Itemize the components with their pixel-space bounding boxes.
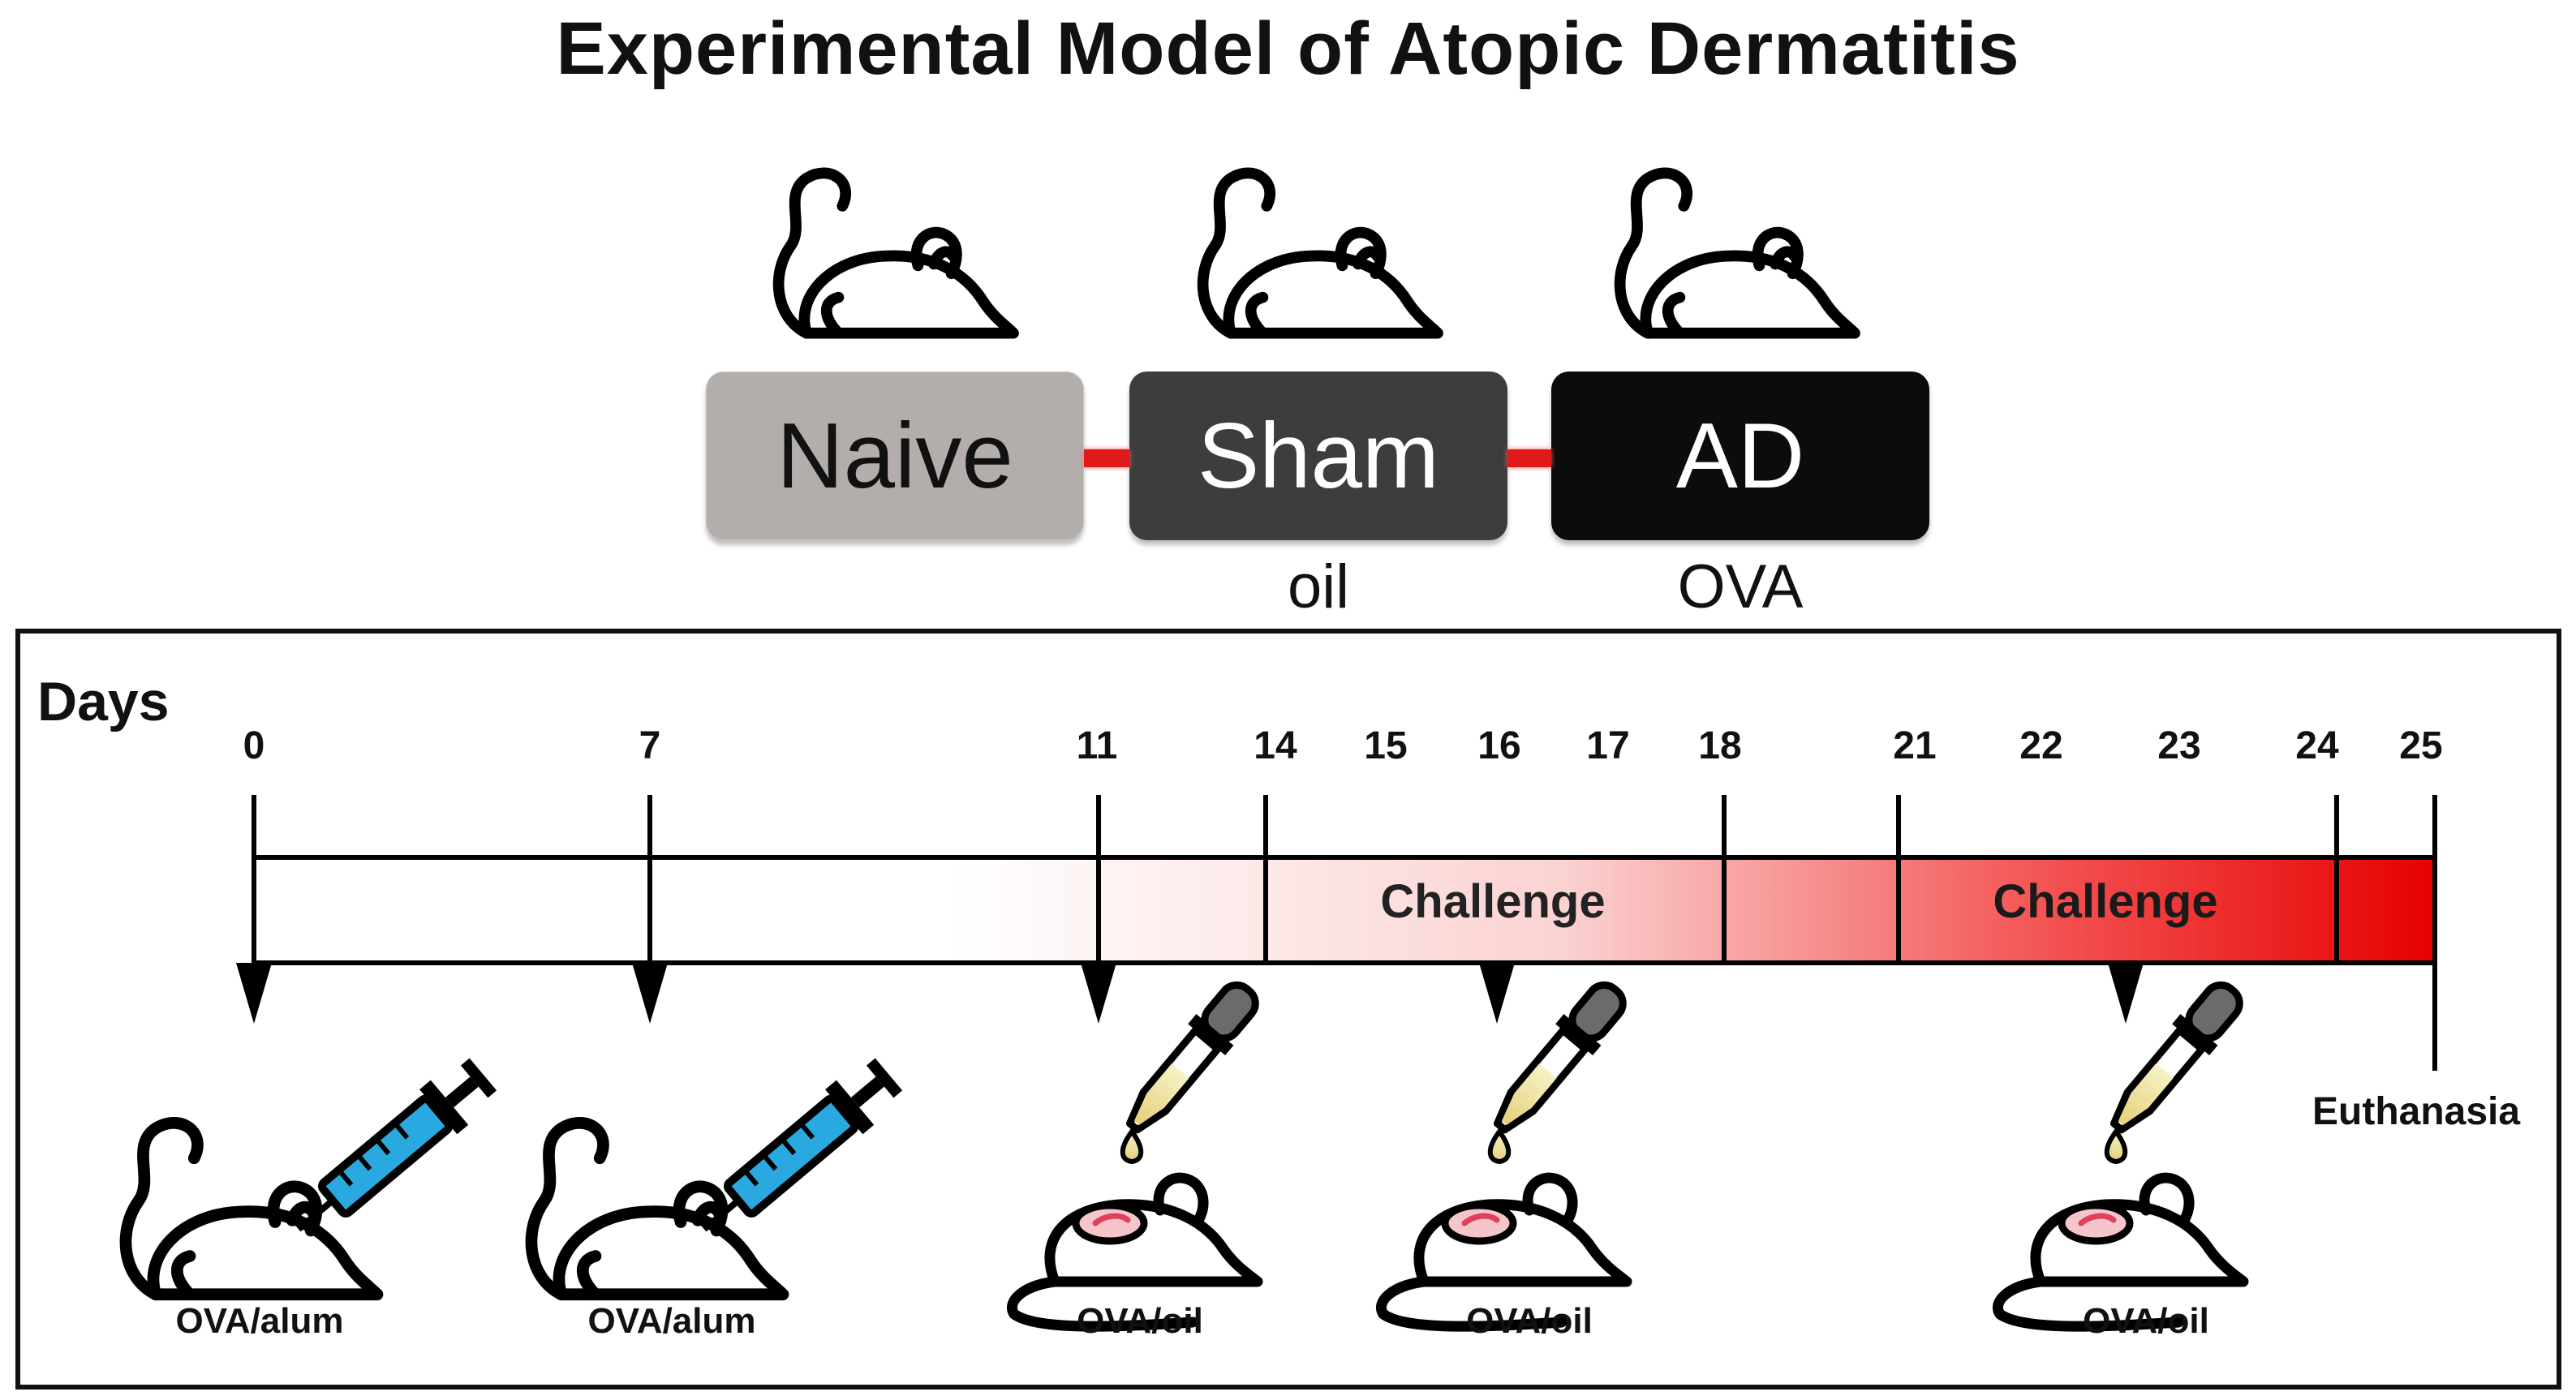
day-label: 25 [2399, 724, 2443, 767]
challenge-label: Challenge [1993, 875, 2218, 928]
day-label: 0 [243, 724, 265, 767]
days-heading: Days [37, 671, 170, 732]
day-label: 14 [1254, 724, 1297, 767]
group-label: Naive [776, 404, 1013, 508]
group-naive: Naive [706, 372, 1084, 540]
day-label: 16 [1477, 724, 1521, 767]
treatment-label: OVA/oil [2083, 1301, 2209, 1341]
group-sub-label: oil [1287, 552, 1350, 621]
timeline-bar [252, 855, 2437, 965]
dropper-icon [1482, 974, 1634, 1142]
day-label: 22 [2019, 724, 2063, 767]
treatment-arrows [236, 963, 2144, 1024]
day-label: 11 [1076, 724, 1118, 767]
day-label: 7 [639, 724, 661, 767]
mouse-icon [1620, 173, 1855, 333]
day-label: 24 [2295, 724, 2339, 767]
challenge-label: Challenge [1380, 875, 1606, 928]
day-label: 23 [2157, 724, 2201, 767]
euthanasia-label: Euthanasia [2312, 1090, 2521, 1133]
group-sub-label: OVA [1677, 552, 1804, 621]
day-label: 17 [1586, 724, 1630, 767]
treatment-label: OVA/alum [175, 1301, 344, 1341]
dropper-icon [1115, 974, 1266, 1142]
group-label: AD [1675, 404, 1805, 508]
day-label: 18 [1698, 724, 1742, 767]
group-ad: AD [1551, 372, 1929, 540]
timeline-frame [15, 629, 2561, 1390]
group-sham: Sham [1129, 372, 1507, 540]
mouse-icon [779, 173, 1013, 333]
day-label: 21 [1893, 724, 1937, 767]
group-connector [1084, 449, 1129, 467]
diagram-title: Experimental Model of Atopic Dermatitis [556, 7, 2020, 90]
group-label: Sham [1198, 404, 1439, 508]
group-connector [1507, 449, 1551, 467]
treatment-label: OVA/alum [587, 1301, 756, 1341]
day-ticks [252, 795, 2437, 1071]
drops [1120, 1127, 2128, 1165]
day-label: 15 [1364, 724, 1408, 767]
treatment-label: OVA/oil [1077, 1301, 1203, 1341]
mouse-icon [1203, 173, 1438, 333]
treatment-label: OVA/oil [1466, 1301, 1593, 1341]
